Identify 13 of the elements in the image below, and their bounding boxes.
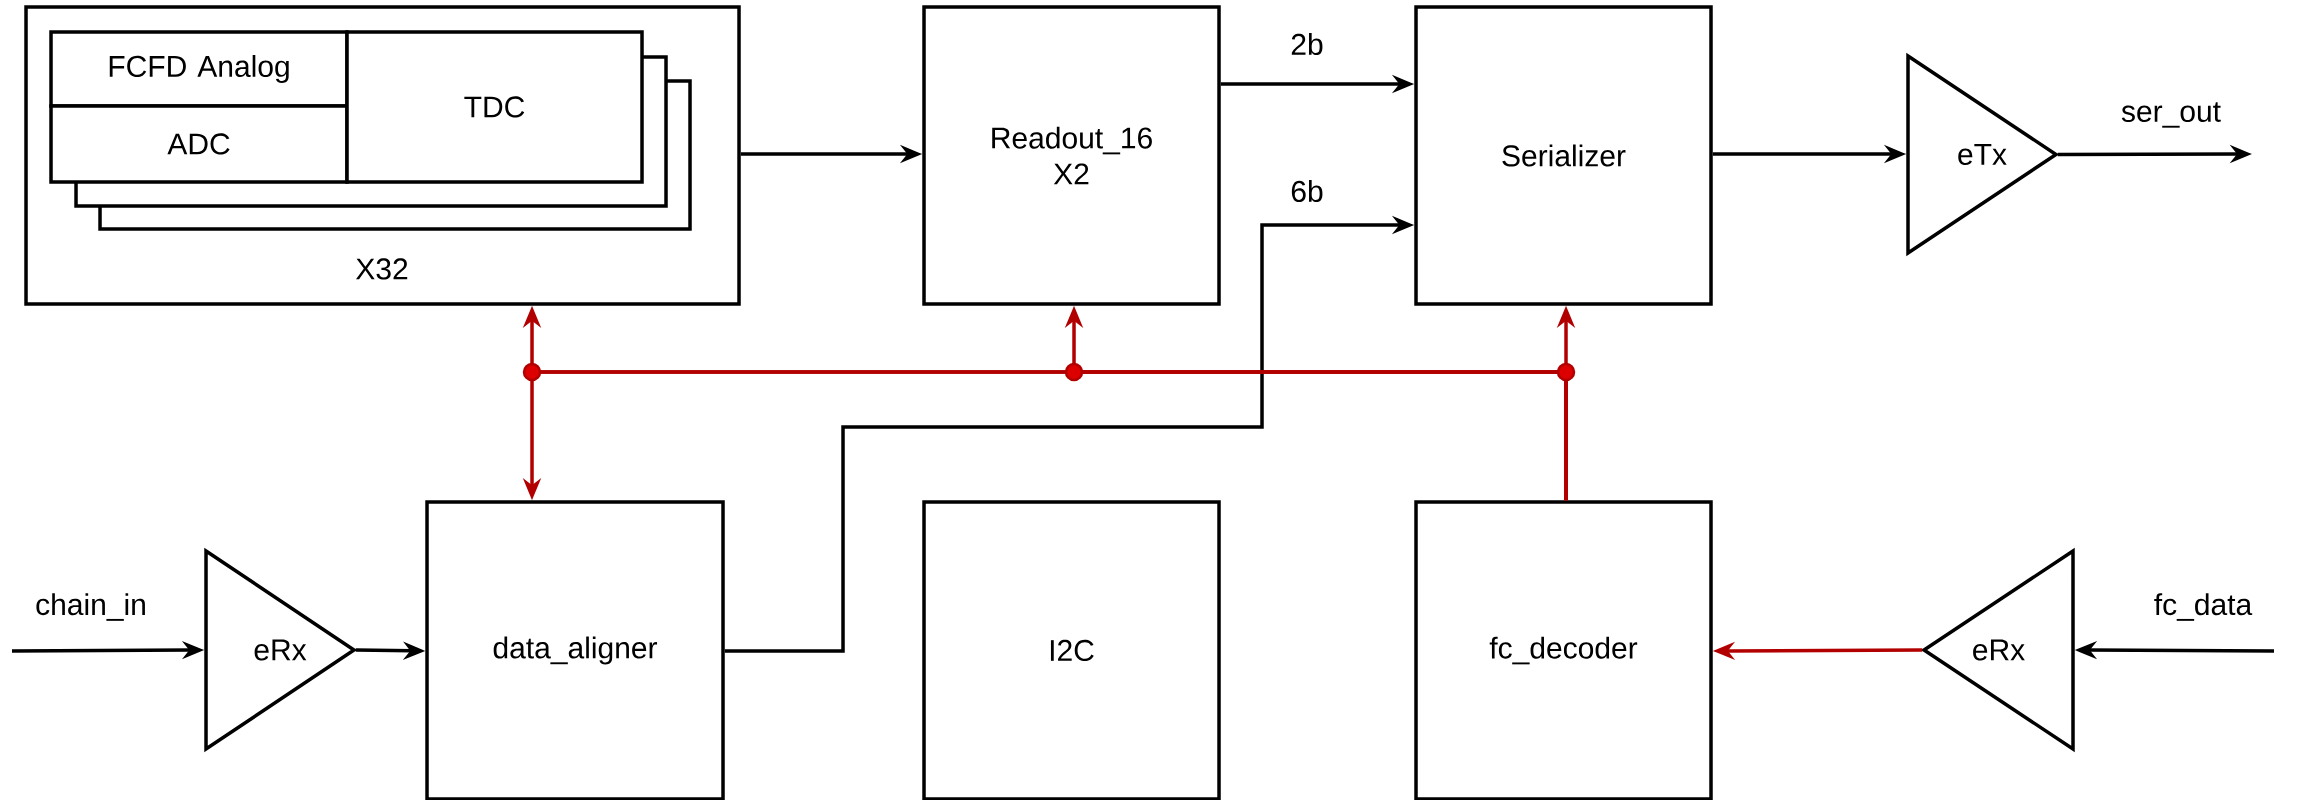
edge-label: fc_data [2154, 593, 2253, 621]
block-box: fc_decoder [1414, 500, 1713, 800]
block-box: Serializer [1414, 5, 1713, 306]
edge-label: 2b [1291, 33, 1323, 55]
block-box: I2C [922, 500, 1221, 800]
block-box: Readout_16 X2 [922, 5, 1221, 306]
edge-label: chain_in [36, 593, 145, 621]
block-box: TDC [345, 30, 644, 184]
edge-label: ser_out [2121, 102, 2221, 128]
block-box: ADC [49, 104, 349, 184]
block-box: FCFD Analog [49, 30, 349, 108]
block-box: data_aligner [425, 500, 725, 800]
edge-label: 6b [1291, 180, 1323, 202]
